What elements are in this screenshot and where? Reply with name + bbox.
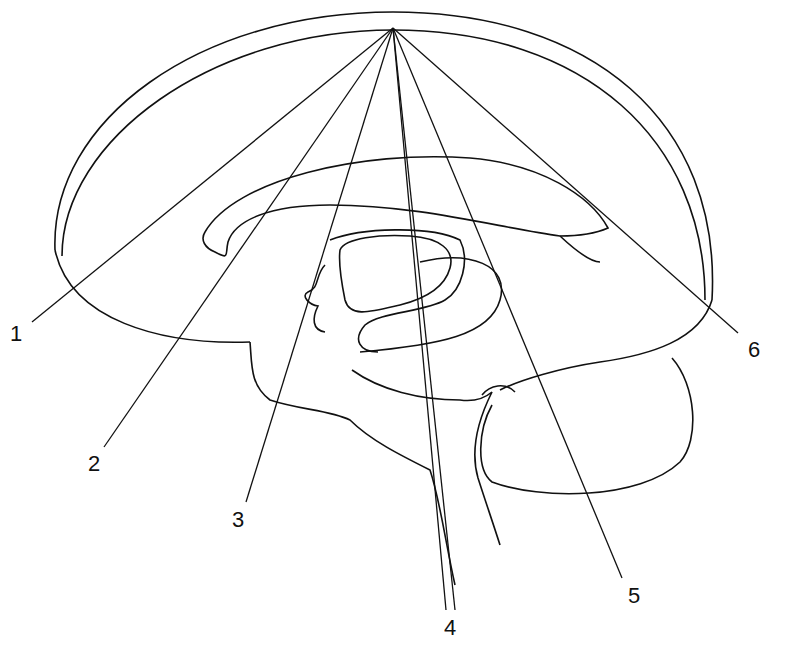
fornix-arc: [360, 258, 502, 352]
frontal-base: [55, 250, 250, 342]
leader-line: [393, 28, 446, 610]
leader-line: [32, 28, 393, 322]
brainstem-outline: [250, 342, 455, 585]
occipital-base: [500, 300, 712, 390]
leader-line: [393, 28, 738, 333]
leader-line: [104, 28, 393, 447]
cerebellum-outline: [481, 358, 693, 494]
callout-number: 1: [8, 322, 24, 346]
callout-number: 2: [86, 452, 102, 476]
leader-line: [393, 28, 455, 610]
leader-lines: [32, 28, 738, 610]
optic-region: [305, 265, 325, 332]
leader-line: [246, 28, 393, 502]
tentorium: [482, 386, 515, 395]
cerebrum-outline: [55, 12, 713, 300]
thalamus: [339, 236, 450, 312]
callout-number: 5: [626, 584, 642, 608]
cerebrum-inner-outline: [62, 30, 705, 300]
callout-number: 3: [230, 508, 246, 532]
callout-number: 4: [442, 616, 458, 640]
pineal-region: [560, 236, 600, 262]
leader-line: [393, 28, 622, 578]
fornix: [330, 230, 464, 352]
callout-number: 6: [746, 338, 762, 362]
